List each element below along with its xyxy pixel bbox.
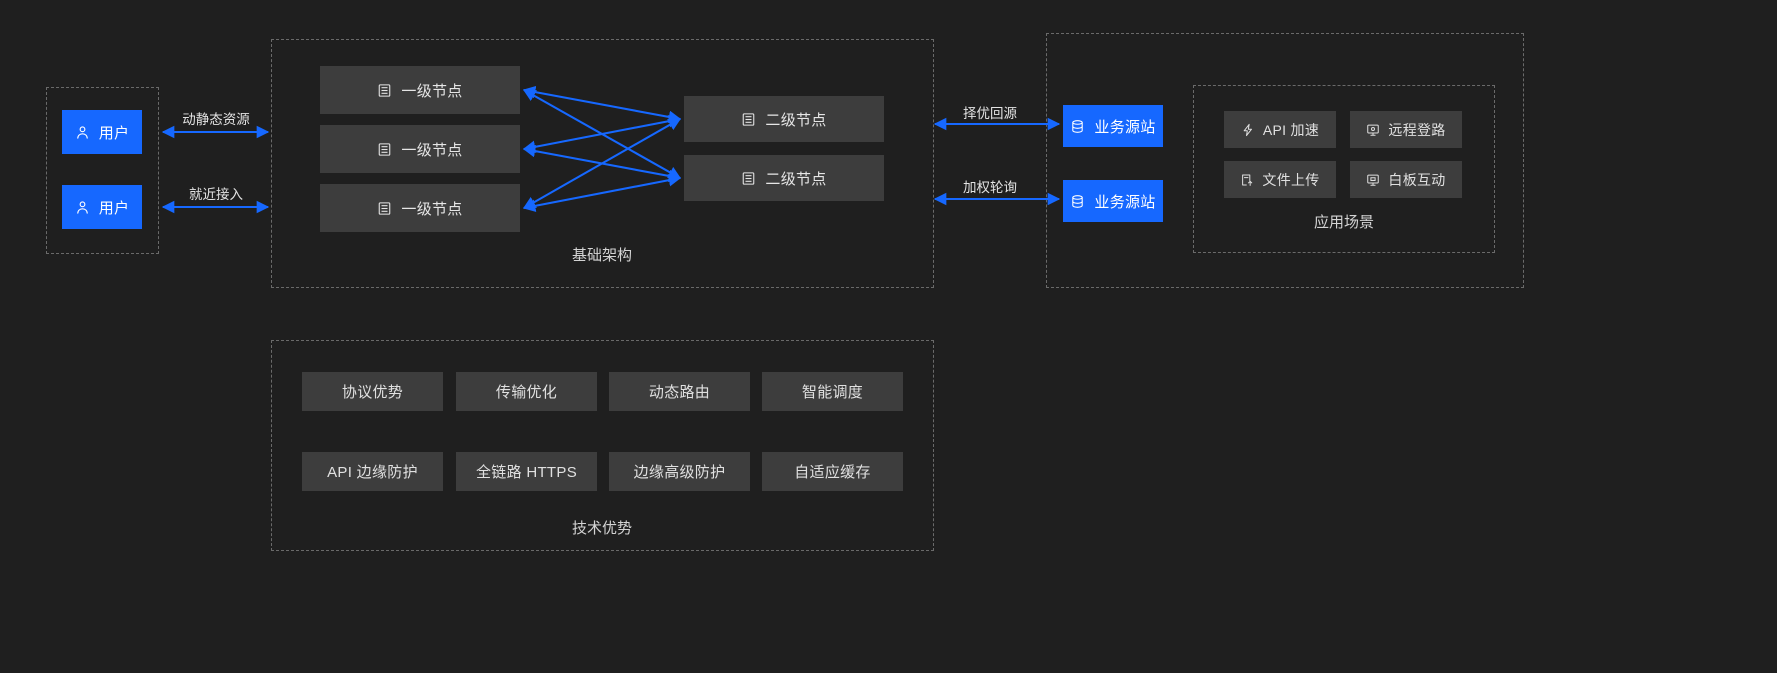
tech-transport-optimization-label: 传输优化: [495, 384, 558, 401]
server-icon: [377, 83, 392, 98]
scenarios-panel: [1193, 85, 1495, 253]
lightning-icon: [1241, 123, 1255, 137]
link-label-nearby-access: 就近接入: [189, 187, 243, 202]
scenario-api-acceleration[interactable]: API 加速: [1224, 111, 1336, 148]
tech-transport-optimization[interactable]: 传输优化: [456, 372, 597, 411]
user-box-1[interactable]: 用户: [62, 110, 142, 154]
user-box-1-label: 用户: [98, 124, 130, 142]
origin-panel: [1046, 33, 1524, 288]
level1-node-1-label: 一级节点: [401, 82, 463, 100]
scenario-file-upload-label: 文件上传: [1262, 171, 1320, 188]
tech-protocol-advantage[interactable]: 协议优势: [302, 372, 443, 411]
tech-panel: [271, 340, 934, 551]
tech-dynamic-routing[interactable]: 动态路由: [609, 372, 750, 411]
level2-node-1-label: 二级节点: [765, 111, 827, 129]
tech-caption: 技术优势: [571, 520, 632, 537]
user-box-2[interactable]: 用户: [62, 185, 142, 229]
database-icon: [1070, 194, 1085, 209]
scenario-api-acceleration-label: API 加速: [1262, 121, 1320, 138]
infrastructure-panel: [271, 39, 934, 288]
tech-protocol-advantage-label: 协议优势: [341, 384, 404, 401]
user-box-2-label: 用户: [98, 199, 130, 217]
tech-smart-scheduling-label: 智能调度: [801, 384, 864, 401]
level2-node-2[interactable]: 二级节点: [684, 155, 884, 201]
tech-dynamic-routing-label: 动态路由: [648, 384, 711, 401]
level1-node-3-label: 一级节点: [401, 200, 463, 218]
monitor-icon: [1366, 123, 1380, 137]
tech-adaptive-cache[interactable]: 自适应缓存: [762, 452, 903, 491]
whiteboard-icon: [1366, 173, 1380, 187]
link-label-optimal-origin: 择优回源: [963, 106, 1017, 121]
link-label-dynamic-static-resource: 动静态资源: [182, 112, 250, 127]
level1-node-2[interactable]: 一级节点: [320, 125, 520, 173]
tech-full-link-https[interactable]: 全链路 HTTPS: [456, 452, 597, 491]
link-label-weighted-round-robin: 加权轮询: [963, 180, 1017, 195]
file-upload-icon: [1240, 173, 1254, 187]
origin-station-1[interactable]: 业务源站: [1063, 105, 1163, 147]
users-panel: [46, 87, 159, 254]
server-icon: [741, 112, 756, 127]
level1-node-3[interactable]: 一级节点: [320, 184, 520, 232]
tech-full-link-https-label: 全链路 HTTPS: [475, 464, 578, 481]
server-icon: [377, 142, 392, 157]
tech-edge-advanced-protection-label: 边缘高级防护: [633, 464, 726, 481]
scenario-whiteboard-label: 白板互动: [1388, 171, 1446, 188]
tech-adaptive-cache-label: 自适应缓存: [794, 464, 871, 481]
tech-api-edge-protection-label: API 边缘防护: [327, 464, 418, 481]
server-icon: [741, 171, 756, 186]
origin-station-2-label: 业务源站: [1094, 193, 1156, 211]
infrastructure-caption: 基础架构: [571, 247, 632, 264]
tech-smart-scheduling[interactable]: 智能调度: [762, 372, 903, 411]
level2-node-2-label: 二级节点: [765, 170, 827, 188]
scenario-remote-login[interactable]: 远程登路: [1350, 111, 1462, 148]
level2-node-1[interactable]: 二级节点: [684, 96, 884, 142]
user-icon: [75, 125, 90, 140]
user-icon: [75, 200, 90, 215]
scenario-file-upload[interactable]: 文件上传: [1224, 161, 1336, 198]
server-icon: [377, 201, 392, 216]
level1-node-1[interactable]: 一级节点: [320, 66, 520, 114]
origin-station-1-label: 业务源站: [1094, 118, 1156, 136]
database-icon: [1070, 119, 1085, 134]
origin-station-2[interactable]: 业务源站: [1063, 180, 1163, 222]
tech-api-edge-protection[interactable]: API 边缘防护: [302, 452, 443, 491]
tech-edge-advanced-protection[interactable]: 边缘高级防护: [609, 452, 750, 491]
scenario-whiteboard[interactable]: 白板互动: [1350, 161, 1462, 198]
scenario-remote-login-label: 远程登路: [1388, 121, 1446, 138]
scenarios-caption: 应用场景: [1313, 214, 1374, 231]
level1-node-2-label: 一级节点: [401, 141, 463, 159]
